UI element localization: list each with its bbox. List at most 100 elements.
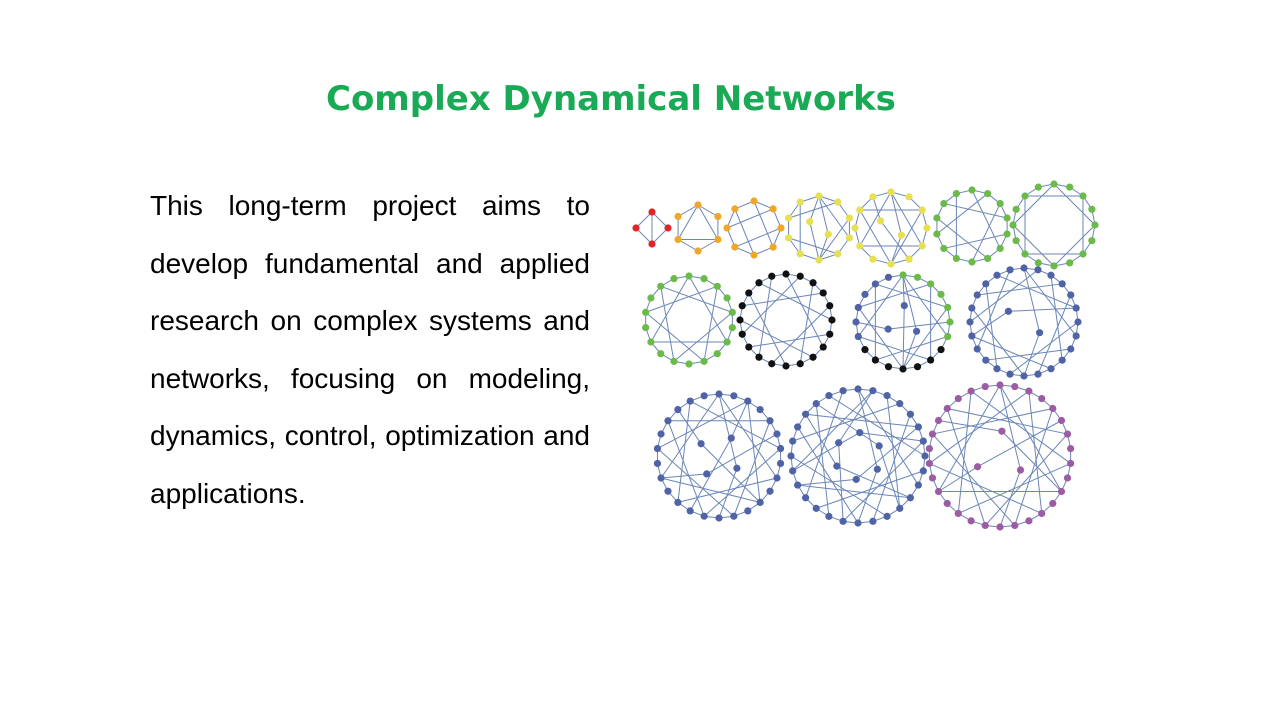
network-node bbox=[937, 290, 945, 298]
network-node bbox=[944, 332, 952, 341]
network-edge bbox=[971, 310, 1009, 337]
network-node bbox=[896, 400, 904, 408]
network-node bbox=[954, 394, 962, 403]
network-node bbox=[715, 514, 723, 522]
network-edge bbox=[818, 234, 829, 261]
network-node bbox=[738, 330, 746, 338]
network-node bbox=[1058, 356, 1066, 364]
network-edge bbox=[872, 414, 911, 522]
network-edge bbox=[996, 274, 1077, 309]
network-edge bbox=[836, 465, 911, 499]
network-node bbox=[802, 410, 810, 418]
network-edge bbox=[855, 321, 889, 330]
network-node bbox=[984, 254, 992, 263]
network-node bbox=[773, 474, 781, 482]
network-graph bbox=[736, 270, 836, 370]
network-node bbox=[883, 392, 891, 400]
network-edge bbox=[936, 217, 988, 259]
network-node bbox=[871, 356, 879, 364]
network-edge bbox=[929, 462, 1042, 514]
network-node bbox=[906, 494, 914, 502]
network-edge bbox=[758, 282, 833, 321]
network-edge bbox=[890, 191, 902, 236]
network-node bbox=[982, 280, 990, 288]
network-node bbox=[647, 294, 655, 302]
network-node bbox=[723, 224, 731, 232]
network-node bbox=[664, 224, 672, 232]
network-edge bbox=[1008, 307, 1077, 312]
network-edge bbox=[758, 276, 773, 358]
network-edge bbox=[970, 390, 1071, 464]
network-node bbox=[647, 338, 655, 346]
network-node bbox=[913, 273, 922, 281]
network-edge bbox=[936, 193, 988, 235]
network-edge bbox=[938, 466, 978, 492]
network-node bbox=[927, 356, 935, 364]
network-node bbox=[784, 234, 793, 242]
network-edge bbox=[703, 448, 781, 517]
network-node bbox=[899, 271, 907, 279]
network-edge bbox=[947, 408, 1068, 435]
network-graph bbox=[653, 390, 785, 522]
network-edge bbox=[858, 336, 931, 361]
network-node bbox=[766, 417, 774, 425]
network-edge bbox=[985, 283, 998, 369]
network-node bbox=[852, 318, 860, 326]
network-node bbox=[776, 444, 785, 453]
network-node bbox=[996, 199, 1004, 208]
network-node bbox=[1021, 192, 1029, 200]
network-node bbox=[653, 459, 662, 468]
network-node bbox=[794, 481, 802, 489]
network-edge bbox=[859, 191, 892, 247]
network-node bbox=[943, 499, 951, 508]
network-node bbox=[812, 504, 820, 512]
network-edge bbox=[1023, 267, 1041, 333]
network-edge bbox=[977, 420, 1062, 468]
network-graph bbox=[642, 272, 736, 368]
network-node bbox=[1066, 183, 1074, 191]
network-node bbox=[794, 423, 802, 431]
network-node bbox=[1047, 365, 1055, 373]
network-node bbox=[796, 198, 804, 206]
network-node bbox=[815, 192, 823, 200]
network-node bbox=[869, 517, 877, 525]
network-edge bbox=[667, 420, 705, 517]
network-edge bbox=[932, 433, 1016, 526]
network-edge bbox=[858, 283, 931, 308]
network-edge bbox=[797, 478, 857, 486]
network-node bbox=[1016, 466, 1025, 474]
network-edge bbox=[938, 420, 1002, 432]
network-node bbox=[1034, 183, 1042, 191]
network-edge bbox=[797, 426, 859, 524]
network-node bbox=[750, 197, 758, 205]
network-node bbox=[839, 517, 847, 525]
network-node bbox=[768, 360, 776, 368]
network-node bbox=[700, 512, 708, 520]
network-node bbox=[912, 327, 921, 335]
network-edge bbox=[734, 208, 755, 256]
network-node bbox=[736, 316, 744, 324]
slide-title: Complex Dynamical Networks bbox=[326, 79, 896, 119]
network-node bbox=[946, 318, 954, 326]
network-graph bbox=[784, 192, 854, 264]
network-edge bbox=[890, 191, 923, 247]
network-edge bbox=[1023, 332, 1041, 377]
network-node bbox=[1058, 280, 1066, 288]
network-edge bbox=[733, 420, 771, 517]
network-edge bbox=[790, 455, 888, 517]
network-edge bbox=[673, 311, 733, 362]
network-node bbox=[943, 404, 951, 413]
network-graph bbox=[851, 188, 931, 268]
network-edge bbox=[815, 403, 830, 517]
network-node bbox=[674, 498, 682, 507]
network-edge bbox=[650, 275, 690, 343]
network-edge bbox=[855, 426, 919, 480]
network-graph bbox=[966, 264, 1082, 380]
network-node bbox=[861, 290, 869, 298]
network-edge bbox=[999, 469, 1021, 528]
network-node bbox=[769, 205, 777, 213]
network-edge bbox=[677, 204, 699, 217]
network-node bbox=[723, 294, 731, 302]
network-edge bbox=[859, 209, 892, 265]
network-node bbox=[653, 444, 662, 453]
